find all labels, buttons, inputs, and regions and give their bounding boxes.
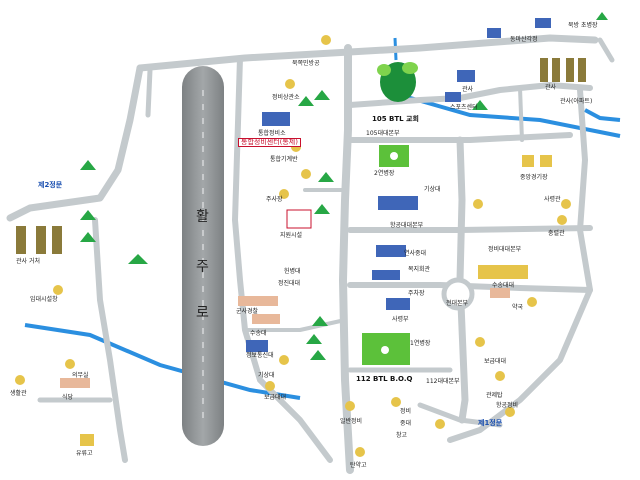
place-label[interactable]: 군사경찰 — [236, 308, 259, 315]
place-label[interactable]: 연사중대 — [404, 250, 427, 257]
place-label[interactable]: 의무실 — [72, 372, 89, 379]
roundabout — [441, 277, 475, 311]
place-label[interactable]: 헌병대 — [284, 268, 301, 275]
gate-1-label[interactable]: 제1정문 — [478, 419, 503, 427]
place-label[interactable]: 관사 — [545, 84, 557, 91]
place-label[interactable]: 유류고 — [76, 450, 93, 457]
place-label[interactable]: 정비 — [400, 408, 412, 415]
btl112-label: 112 BTL B.O.Q — [356, 375, 413, 383]
place-label[interactable]: 기상대 — [258, 372, 275, 379]
place-label[interactable]: 항공정비 — [496, 402, 519, 409]
field-2-label: 2연병장 — [374, 170, 395, 177]
river-south — [24, 323, 301, 400]
place-label[interactable]: 관사(아파트) — [560, 98, 593, 105]
place-label[interactable]: 일반정비 — [340, 418, 363, 425]
place-label[interactable]: 주사장 — [266, 196, 283, 203]
place-label[interactable]: 수송대 — [250, 330, 267, 337]
place-label[interactable]: 중앙경기장 — [520, 174, 548, 181]
gate-2-label[interactable]: 제2정문 — [38, 181, 63, 189]
place-label[interactable]: 정비상관소 — [272, 94, 300, 101]
place-label[interactable]: 수송대대 — [492, 282, 515, 289]
runway — [182, 66, 224, 446]
place-label[interactable]: 임대시설창 — [30, 296, 58, 303]
btl105-hq-label: 105대대본부 — [366, 130, 400, 137]
place-label[interactable]: 항공대대본부 — [390, 222, 424, 229]
place-label[interactable]: 보급대대 — [264, 394, 287, 401]
btl105-label: 105 BTL 교회 — [372, 115, 419, 123]
place-label[interactable]: 북쪽민방공 — [292, 60, 320, 67]
btl112-hq-label: 112대대본부 — [426, 378, 460, 385]
place-label[interactable]: 관사 — [462, 86, 474, 93]
place-label[interactable]: 통합기계반 — [270, 156, 298, 163]
place-label[interactable]: 보급대대 — [484, 358, 507, 365]
river-east — [399, 93, 621, 138]
place-label[interactable]: 복지회관 — [408, 266, 431, 273]
place-label[interactable]: 주차장 — [408, 290, 425, 297]
field-1-label: 1연병장 — [410, 340, 431, 347]
trees — [80, 12, 608, 360]
place-label[interactable]: 생활관 — [10, 390, 27, 397]
place-label[interactable]: 충렬관 — [548, 230, 565, 237]
place-label[interactable]: 통합정비소 — [258, 130, 286, 137]
river-east-2 — [584, 108, 621, 122]
place-label[interactable]: 약국 — [512, 304, 524, 311]
runway-label-1: 활 — [196, 209, 209, 225]
road-network — [6, 34, 615, 474]
runway-label-3: 로 — [196, 305, 209, 321]
pond-3 — [377, 64, 391, 76]
place-label[interactable]: 지원시설 — [280, 232, 303, 239]
place-label[interactable]: 스포츠센터 — [450, 104, 478, 111]
place-label[interactable]: 관사 거처 — [16, 258, 40, 265]
place-label[interactable]: 전대본부 — [446, 300, 469, 307]
place-label[interactable]: 정진대대 — [278, 280, 301, 287]
place-label[interactable]: 사령부 — [392, 316, 409, 323]
place-label[interactable]: 정보통신대 — [246, 352, 274, 359]
place-label[interactable]: 사령관 — [544, 196, 561, 203]
place-label[interactable]: 관제탑 — [486, 392, 503, 399]
place-label[interactable]: 정비대대본부 — [488, 246, 522, 253]
place-label[interactable]: 동마산각정 — [510, 36, 538, 43]
place-label[interactable]: 북방 초병장 — [568, 22, 598, 29]
place-label[interactable]: 중대 — [400, 420, 412, 427]
hq-box-label[interactable]: 통합정비센터(통제) — [238, 138, 301, 147]
place-label[interactable]: 창고 — [396, 432, 408, 439]
place-label[interactable]: 식당 — [62, 394, 74, 401]
runway-label-2: 주 — [196, 259, 209, 275]
pond-2 — [402, 62, 418, 74]
place-label[interactable]: 탄약고 — [350, 462, 367, 469]
place-label[interactable]: 기상대 — [424, 186, 441, 193]
